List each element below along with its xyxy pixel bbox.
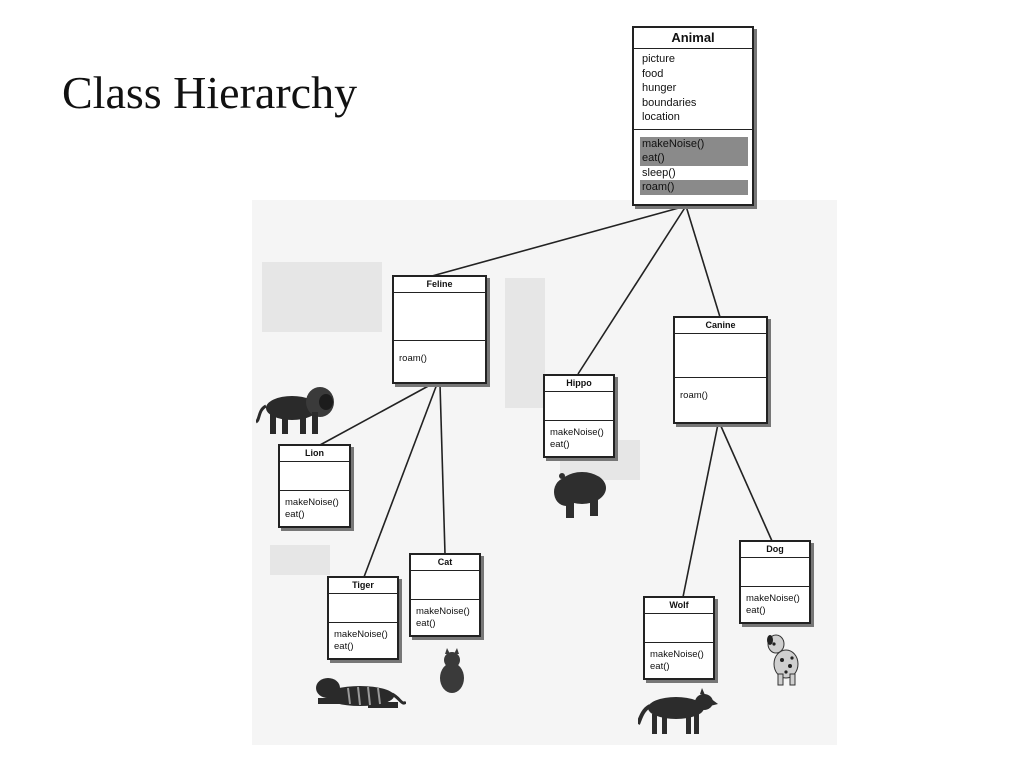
attributes-compartment xyxy=(675,334,766,378)
method: eat() xyxy=(650,661,670,672)
background-faint-block xyxy=(505,278,545,408)
method: roam() xyxy=(399,353,427,364)
attribute: picture xyxy=(642,53,676,65)
methods-compartment: makeNoise() eat() xyxy=(329,623,397,656)
cat-icon xyxy=(440,648,464,693)
link-canine-wolf xyxy=(682,423,719,598)
link-animal-hippo xyxy=(577,205,687,375)
attribute: food xyxy=(642,67,664,80)
method: sleep() xyxy=(642,166,676,179)
class-box-tiger: Tiger makeNoise() eat() xyxy=(327,576,399,660)
attribute: boundaries xyxy=(642,96,697,109)
attributes-compartment xyxy=(545,392,613,421)
methods-compartment: roam() xyxy=(394,341,485,368)
methods-compartment: makeNoise() eat() xyxy=(411,600,479,633)
link-animal-canine xyxy=(685,205,721,318)
class-box-canine: Canine roam() xyxy=(673,316,768,424)
method: makeNoise() xyxy=(746,593,800,604)
attributes-compartment xyxy=(394,293,485,341)
class-name: Hippo xyxy=(545,376,613,392)
method: makeNoise() xyxy=(416,606,470,617)
background-faint-block xyxy=(270,545,330,575)
method: makeNoise() xyxy=(550,427,604,438)
method-highlighted: makeNoise() xyxy=(640,136,748,151)
methods-compartment: makeNoise() eat() xyxy=(645,643,713,676)
link-feline-tiger xyxy=(363,383,438,578)
class-name: Canine xyxy=(675,318,766,334)
class-name: Wolf xyxy=(645,598,713,614)
link-animal-feline xyxy=(431,205,687,277)
link-canine-dog xyxy=(719,423,773,542)
lion-icon xyxy=(256,387,334,434)
background-faint-block xyxy=(262,262,382,332)
link-feline-cat xyxy=(439,383,446,555)
method: eat() xyxy=(334,641,354,652)
class-box-animal: Animal picture food hunger boundaries lo… xyxy=(632,26,754,206)
method: eat() xyxy=(285,509,305,520)
link-feline-lion xyxy=(319,383,433,446)
class-box-dog: Dog makeNoise() eat() xyxy=(739,540,811,624)
class-name: Tiger xyxy=(329,578,397,594)
attribute: hunger xyxy=(642,82,677,94)
dog-icon xyxy=(767,634,799,686)
class-box-wolf: Wolf makeNoise() eat() xyxy=(643,596,715,680)
class-box-cat: Cat makeNoise() eat() xyxy=(409,553,481,637)
class-box-hippo: Hippo makeNoise() eat() xyxy=(543,374,615,458)
methods-compartment: makeNoise() eat() xyxy=(280,491,349,524)
method: eat() xyxy=(746,605,766,616)
method: eat() xyxy=(550,439,570,450)
method: makeNoise() xyxy=(334,629,388,640)
attribute: location xyxy=(642,111,680,123)
attributes-compartment xyxy=(280,462,349,491)
attributes-compartment: picture food hunger boundaries location xyxy=(634,49,752,130)
attributes-compartment xyxy=(645,614,713,643)
method-highlighted: roam() xyxy=(640,180,748,195)
method: eat() xyxy=(416,618,436,629)
class-box-lion: Lion makeNoise() eat() xyxy=(278,444,351,528)
attributes-compartment xyxy=(329,594,397,623)
method-highlighted: eat() xyxy=(640,151,748,166)
method: makeNoise() xyxy=(285,497,339,508)
wolf-icon xyxy=(638,688,718,734)
methods-compartment: roam() xyxy=(675,378,766,405)
methods-compartment: makeNoise() eat() xyxy=(741,587,809,620)
class-name: Dog xyxy=(741,542,809,558)
class-name: Feline xyxy=(394,277,485,293)
class-box-feline: Feline roam() xyxy=(392,275,487,384)
attributes-compartment xyxy=(411,571,479,600)
methods-compartment: makeNoise() eat() xyxy=(545,421,613,454)
tiger-icon xyxy=(316,678,406,708)
class-name: Cat xyxy=(411,555,479,571)
method: makeNoise() xyxy=(650,649,704,660)
attributes-compartment xyxy=(741,558,809,587)
slide-title: Class Hierarchy xyxy=(62,67,358,118)
hippo-icon xyxy=(554,472,606,518)
class-name: Lion xyxy=(280,446,349,462)
method: roam() xyxy=(680,390,708,401)
class-name: Animal xyxy=(634,28,752,49)
methods-compartment: makeNoise() eat() sleep() roam() xyxy=(634,130,752,199)
